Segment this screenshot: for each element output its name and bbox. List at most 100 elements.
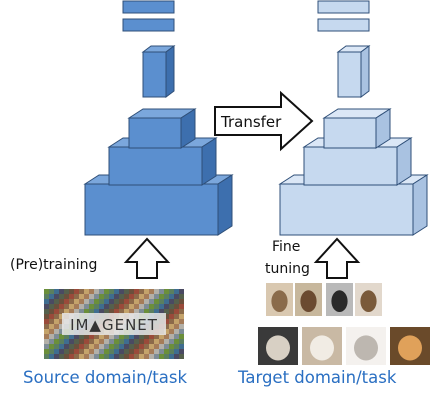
mosaic-tile [159,349,164,354]
mosaic-tile [44,309,49,314]
mosaic-tile [174,324,179,329]
mosaic-tile [44,344,49,349]
mosaic-tile [94,349,99,354]
mosaic-tile [74,349,79,354]
mosaic-tile [144,289,149,294]
mosaic-tile [129,299,134,304]
imagenet-mosaic: IM▲GENET [44,289,184,359]
mosaic-tile [134,294,139,299]
mosaic-tile [64,354,69,359]
mosaic-tile [169,319,174,324]
mosaic-tile [94,334,99,339]
mosaic-tile [49,314,54,319]
mosaic-tile [99,334,104,339]
mosaic-tile [64,339,69,344]
mosaic-tile [74,309,79,314]
mosaic-tile [44,329,49,334]
mosaic-tile [174,319,179,324]
source-network [83,0,234,236]
mosaic-tile [159,334,164,339]
mosaic-tile [99,344,104,349]
mosaic-tile [54,304,59,309]
mosaic-tile [149,349,154,354]
cat-photo [346,327,386,365]
mosaic-tile [164,344,169,349]
mosaic-tile [139,299,144,304]
mosaic-tile [79,344,84,349]
mosaic-tile [179,314,184,319]
mosaic-tile [179,324,184,329]
pretraining-arrow [123,237,171,279]
mosaic-tile [134,344,139,349]
mosaic-tile [69,294,74,299]
mosaic-tile [114,304,119,309]
mosaic-tile [89,289,94,294]
finetuning-arrow [313,237,361,279]
mosaic-tile [154,349,159,354]
mosaic-tile [109,299,114,304]
mosaic-tile [84,299,89,304]
layer-2-front [303,146,398,186]
mosaic-tile [59,309,64,314]
mosaic-tile [179,319,184,324]
mosaic-tile [59,304,64,309]
tuning-label: tuning [265,261,310,277]
mosaic-tile [129,334,134,339]
mosaic-tile [49,299,54,304]
mosaic-tile [129,304,134,309]
mosaic-tile [89,339,94,344]
mosaic-tile [134,309,139,314]
mosaic-tile [149,309,154,314]
mosaic-tile [104,344,109,349]
mosaic-tile [49,324,54,329]
cat-photo [302,327,342,365]
mosaic-tile [44,289,49,294]
mosaic-tile [154,339,159,344]
mosaic-tile [49,329,54,334]
mosaic-tile [174,304,179,309]
mosaic-tile [149,299,154,304]
mosaic-tile [79,289,84,294]
mosaic-tile [59,294,64,299]
mosaic-tile [144,349,149,354]
mosaic-tile [124,304,129,309]
mosaic-tile [104,339,109,344]
fc-bar-1 [122,0,175,14]
mosaic-tile [59,354,64,359]
mosaic-tile [84,344,89,349]
mosaic-tile [59,329,64,334]
mosaic-tile [109,289,114,294]
mosaic-tile [174,314,179,319]
mosaic-tile [139,344,144,349]
dog-photo [355,283,382,316]
mosaic-tile [159,309,164,314]
mosaic-tile [149,294,154,299]
mosaic-tile [129,289,134,294]
mosaic-tile [84,349,89,354]
mosaic-tile [59,324,64,329]
mosaic-tile [179,339,184,344]
mosaic-tile [69,289,74,294]
mosaic-tile [104,299,109,304]
mosaic-tile [164,304,169,309]
mosaic-tile [84,309,89,314]
mosaic-tile [44,339,49,344]
mosaic-tile [99,299,104,304]
mosaic-tile [164,319,169,324]
mosaic-tile [114,299,119,304]
dog-photo [266,283,293,316]
mosaic-tile [44,324,49,329]
mosaic-tile [79,299,84,304]
mosaic-tile [144,354,149,359]
mosaic-tile [144,294,149,299]
mosaic-tile [129,344,134,349]
mosaic-tile [99,339,104,344]
mosaic-tile [169,344,174,349]
layer-3-front [128,117,182,149]
mosaic-tile [174,339,179,344]
mosaic-tile [84,289,89,294]
mosaic-tile [64,289,69,294]
mosaic-tile [124,289,129,294]
mosaic-tile [59,319,64,324]
mosaic-tile [59,339,64,344]
